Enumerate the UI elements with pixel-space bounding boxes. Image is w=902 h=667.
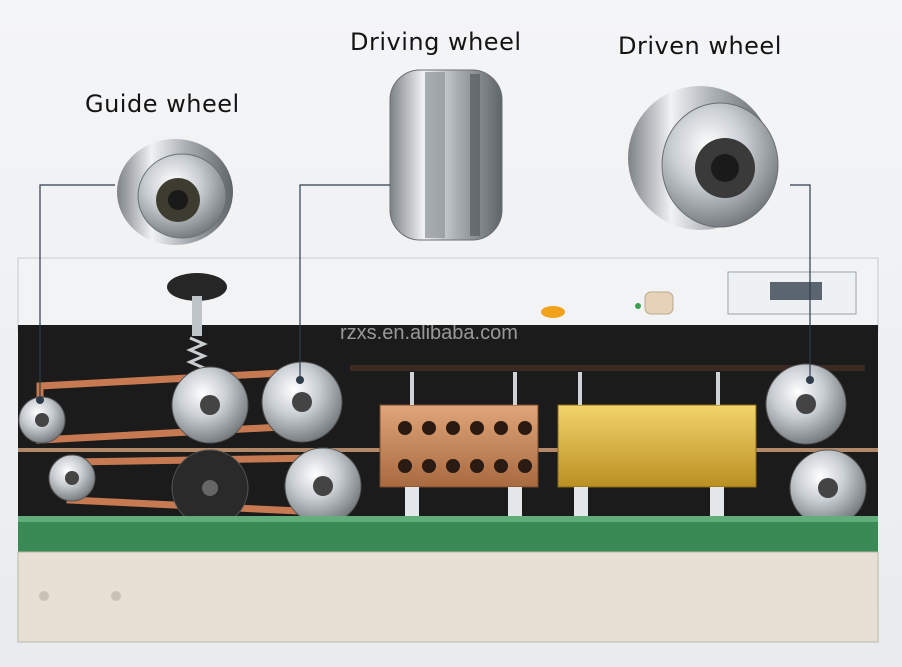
driving-wheel-detail <box>389 69 503 241</box>
small-led <box>635 303 641 309</box>
dial-knob <box>644 291 674 315</box>
driving-wheel-label: Driving wheel <box>350 28 522 56</box>
knob-shaft <box>192 296 202 336</box>
guide-wheel-detail <box>117 139 233 245</box>
leader-dots <box>36 376 814 404</box>
machine-base <box>17 551 879 643</box>
guide-wheel-label: Guide wheel <box>85 90 240 118</box>
driven-leader <box>790 184 811 380</box>
tension-spring <box>186 336 208 370</box>
driven-wheel-detail <box>628 86 779 230</box>
cooling-block-brass <box>557 404 757 488</box>
driving-leader <box>299 184 390 380</box>
upper-rail <box>350 365 865 371</box>
copper-holes <box>398 421 532 473</box>
indicator-light <box>541 306 565 318</box>
base-screw-left <box>39 591 49 601</box>
display-panel <box>770 282 822 300</box>
base-screw-right <box>111 591 121 601</box>
watermark-text: rzxs.en.alibaba.com <box>340 322 518 344</box>
support-posts <box>405 487 724 519</box>
guide-leader <box>39 184 115 400</box>
machine-wheels <box>18 361 867 527</box>
driven-wheel-label: Driven wheel <box>618 32 782 60</box>
spring-rods <box>410 372 720 405</box>
pressure-knob <box>167 273 227 301</box>
leader-lines <box>39 184 811 400</box>
heating-block-copper <box>379 404 539 488</box>
